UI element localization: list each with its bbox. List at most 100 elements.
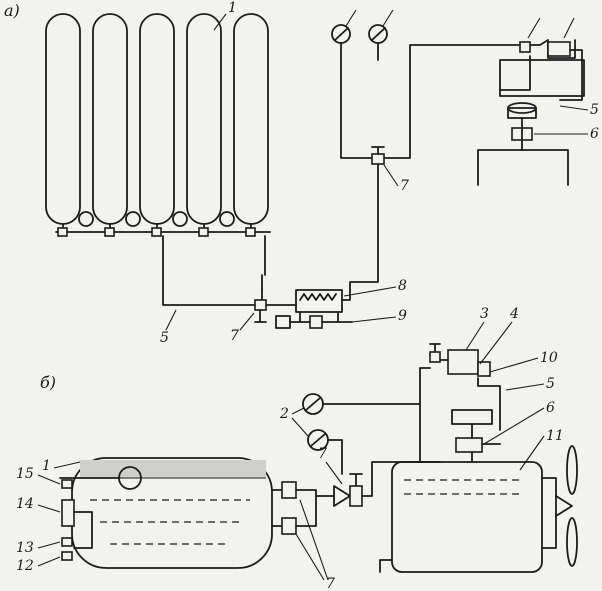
gas-mixer — [455, 437, 483, 453]
panel-b: б) 1 15 14 13 12 7 — [16, 306, 578, 591]
leader-line — [53, 461, 81, 469]
main-shutoff-valve — [349, 485, 363, 507]
callout-1: 1 — [228, 0, 237, 16]
leader-line — [479, 321, 513, 365]
solenoid — [477, 361, 491, 377]
gas-cylinder — [233, 13, 269, 225]
heater-coil — [299, 293, 337, 301]
gauge-needle — [371, 27, 386, 41]
gauge-needle — [305, 397, 321, 411]
callout-6: 6 — [590, 126, 599, 142]
leader-line — [343, 286, 397, 297]
callout-12: 12 — [16, 558, 34, 574]
leader-line — [519, 435, 545, 471]
fuel-body — [499, 59, 585, 97]
reducer-valve-stem — [429, 343, 441, 353]
callout-10: 10 — [540, 350, 558, 366]
gauge-lines — [322, 403, 421, 475]
reducer-valve — [429, 351, 441, 363]
line-to-evaporator — [361, 461, 419, 497]
leader-line — [505, 383, 545, 391]
main-valve-stem — [371, 146, 385, 155]
reducer-piping — [419, 359, 501, 463]
cylinder-group — [45, 13, 269, 227]
solenoid-valve — [519, 41, 531, 53]
leader-line — [489, 357, 539, 373]
gauge-needle — [310, 433, 326, 447]
fitting-block — [61, 499, 75, 527]
fill-pipe — [162, 235, 258, 306]
callout-13: 13 — [16, 540, 34, 556]
gas-cylinder — [92, 13, 128, 225]
leader-line — [37, 556, 61, 567]
vapor-outlet-valve — [281, 481, 297, 499]
leader-line — [37, 504, 61, 513]
leader-line — [239, 312, 255, 331]
reducer-low — [499, 55, 531, 91]
callout-3: 3 — [480, 306, 489, 322]
callout-1: 1 — [42, 458, 51, 474]
callout-2: 2 — [279, 406, 289, 422]
callout-5: 5 — [546, 376, 555, 392]
outlet-merge — [295, 489, 317, 527]
callout-14: 14 — [16, 496, 34, 512]
vapor-valve — [61, 551, 73, 561]
drain-valve — [309, 315, 323, 329]
gauge-needle — [334, 27, 349, 41]
engine-block — [477, 149, 569, 186]
panel-a: а) 1 5 — [4, 0, 599, 346]
leader-line — [383, 164, 399, 187]
panel-a-label: а) — [4, 1, 20, 20]
leader-line — [37, 474, 61, 485]
leader-line — [37, 541, 61, 549]
panel-b-label: б) — [40, 373, 56, 392]
internal-pipe — [73, 511, 93, 549]
leader-line — [483, 407, 545, 445]
callout-7: 7 — [230, 328, 239, 344]
support-ring — [219, 211, 235, 227]
manifold-valves — [57, 227, 256, 237]
drain-plug — [275, 315, 291, 329]
main-filter — [333, 485, 351, 507]
gas-cylinder — [45, 13, 81, 225]
reducer-to-mixer — [559, 49, 583, 101]
support-ring — [78, 211, 94, 227]
heater-outlet-pipe — [341, 159, 379, 301]
callout-11: 11 — [546, 428, 564, 444]
engine-mount — [379, 559, 393, 573]
support-ring — [125, 211, 141, 227]
engine-internals — [404, 479, 520, 495]
leader-line — [213, 13, 227, 31]
fan-blade — [566, 517, 578, 567]
leader-line — [465, 321, 485, 351]
main-valve — [371, 153, 385, 165]
leader-line — [325, 461, 343, 485]
callout-15: 15 — [16, 466, 34, 482]
leader-line — [165, 309, 177, 331]
air-filter — [451, 409, 493, 425]
callout-5: 5 — [160, 330, 169, 346]
callout-5: 5 — [590, 102, 599, 118]
leader-line — [291, 407, 309, 437]
leader-line — [295, 499, 329, 581]
fan-hub — [555, 495, 573, 517]
supply-pipe — [261, 235, 266, 306]
liquid-fill — [90, 499, 250, 545]
callout-9: 9 — [398, 308, 407, 324]
gas-reducer — [447, 349, 479, 375]
gas-reducer — [547, 41, 571, 57]
vapor-space — [80, 460, 266, 478]
fill-valve — [254, 299, 267, 311]
evaporator-heater — [295, 289, 343, 313]
callout-4: 4 — [509, 306, 519, 322]
gas-cylinder — [139, 13, 175, 225]
gauge-line — [340, 42, 521, 159]
gas-cylinder — [186, 13, 222, 225]
engine-block — [391, 461, 543, 573]
callout-7: 7 — [318, 446, 327, 462]
heater-legs — [299, 311, 339, 323]
leader-line — [345, 9, 394, 27]
fan-blade — [566, 445, 578, 495]
callout-8: 8 — [398, 278, 407, 294]
